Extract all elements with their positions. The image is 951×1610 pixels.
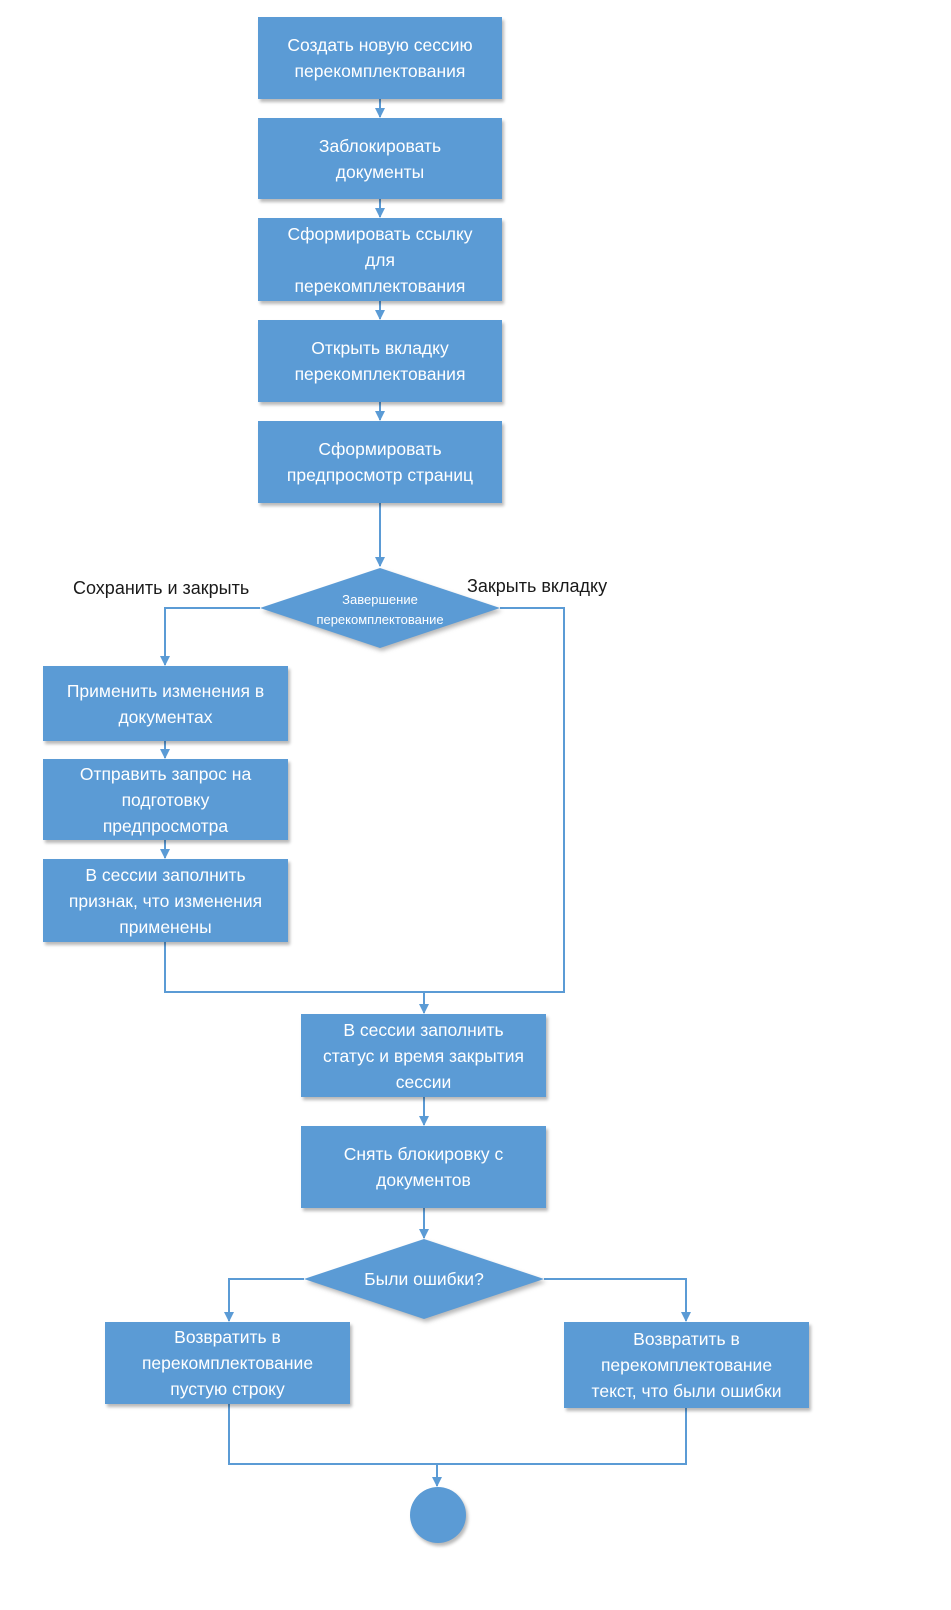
step-open-tab: Открыть вкладку перекомплектования — [258, 320, 502, 402]
step-return-error-text: Возвратить в перекомплектование текст, ч… — [564, 1322, 809, 1408]
step-open-tab-label: Открыть вкладку перекомплектования — [294, 338, 466, 384]
step-unlock-documents-label: Снять блокировку с документов — [343, 1144, 504, 1190]
step-build-link-label: Сформировать ссылку для перекомплектован… — [287, 223, 473, 296]
step-return-empty: Возвратить в перекомплектование пустую с… — [105, 1322, 350, 1404]
step-lock-documents-label: Заблокировать документы — [318, 135, 442, 182]
step-build-link: Сформировать ссылку для перекомплектован… — [258, 218, 502, 301]
decision-finish-shape — [260, 568, 500, 648]
branch-label-save-close: Сохранить и закрыть — [73, 578, 250, 598]
step-return-error-text-label: Возвратить в перекомплектование текст, ч… — [591, 1329, 782, 1401]
connector-save-branch — [160, 607, 260, 666]
decision-finish: Завершение перекомплектование — [260, 568, 500, 648]
step-apply-changes: Применить изменения в документах — [43, 666, 288, 741]
decision-errors: Были ошибки? — [304, 1239, 544, 1319]
step-apply-changes-label: Применить изменения в документах — [66, 680, 265, 727]
step-build-preview: Сформировать предпросмотр страниц — [258, 421, 502, 503]
step-set-flag-label: В сессии заполнить признак, что изменени… — [68, 864, 263, 937]
step-create-session: Создать новую сессию перекомплектования — [258, 17, 502, 99]
step-set-status-label: В сессии заполнить статус и время закрыт… — [322, 1019, 525, 1092]
step-lock-documents: Заблокировать документы — [258, 118, 502, 199]
step-return-empty-label: Возвратить в перекомплектование пустую с… — [141, 1327, 314, 1399]
branch-label-close-tab: Закрыть вкладку — [467, 576, 608, 596]
connector-errortext-to-end — [437, 1408, 687, 1465]
step-set-flag: В сессии заполнить признак, что изменени… — [43, 859, 288, 942]
end-node — [410, 1487, 466, 1543]
step-unlock-documents: Снять блокировку с документов — [301, 1126, 546, 1208]
decision-errors-label: Были ошибки? — [364, 1269, 484, 1289]
step-set-status: В сессии заполнить статус и время закрыт… — [301, 1014, 546, 1097]
connector-errors-no-branch — [224, 1278, 304, 1322]
step-send-request: Отправить запрос на подготовку предпросм… — [43, 759, 288, 840]
decision-finish-label: Завершение перекомплектование — [316, 592, 444, 627]
connector-empty-to-end — [228, 1404, 437, 1465]
connector-errors-yes-branch — [544, 1278, 691, 1322]
step-build-preview-label: Сформировать предпросмотр страниц — [286, 439, 474, 485]
connector-close-branch — [424, 607, 565, 993]
step-create-session-label: Создать новую сессию перекомплектования — [287, 35, 473, 81]
decision-errors-shape — [304, 1239, 544, 1319]
step-send-request-label: Отправить запрос на подготовку предпросм… — [79, 763, 252, 836]
connector-flag-to-merge — [164, 942, 424, 993]
